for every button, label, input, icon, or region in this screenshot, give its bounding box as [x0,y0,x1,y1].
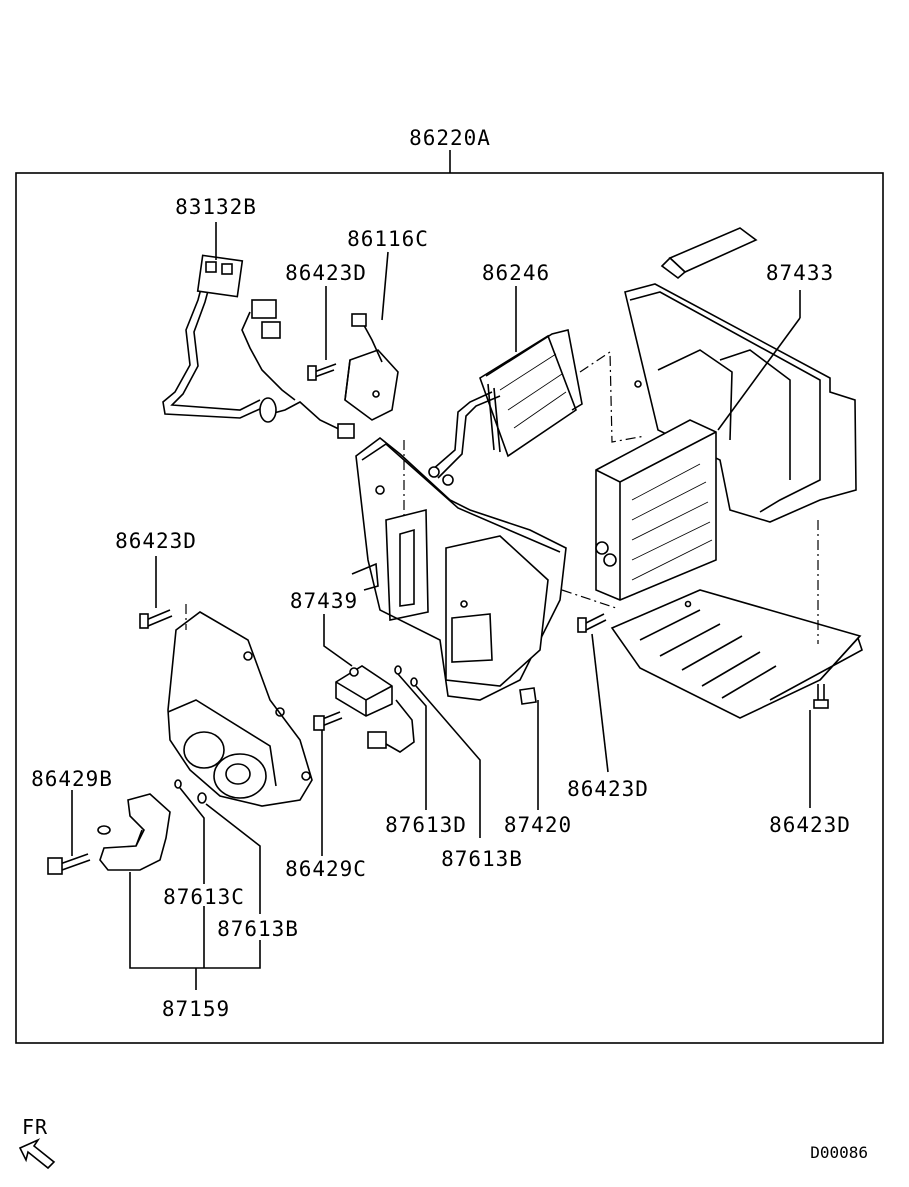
oring-b-mid-leader [415,685,481,838]
main-case-dashed-guide [561,589,617,609]
heater-case-part [624,283,857,523]
screw-right-label: 86423D [769,813,851,837]
tube-assy-label: 87159 [162,997,230,1021]
heater-case-leader-b [717,317,801,431]
oring-b-low-label: 87613B [217,917,299,941]
screw-left-label: 86423D [115,529,197,553]
evaporator-part [428,329,583,486]
oring-c-part [174,779,182,789]
oring-b-low-part [197,792,207,804]
screw-left-part [139,609,173,629]
bolt-mid-part [313,711,343,731]
screw-mid-leader [591,633,609,773]
oring-d-label: 87613D [385,813,467,837]
main-case-part [351,436,567,701]
actuator-leader [381,251,389,321]
screw-right-part [813,684,829,709]
heater-core-part [595,419,717,601]
oring-b-low-leader [205,803,261,914]
bolt-mid-label: 86429C [285,857,367,881]
oring-c-leader [179,787,205,884]
resistor-leader [323,614,353,667]
screw-top-part [307,363,337,381]
actuator-label: 86116C [347,227,429,251]
screw-top-label: 86423D [285,261,367,285]
clip-part [519,687,537,705]
oring-c-label: 87613C [163,885,245,909]
actuator-part [344,313,399,421]
fr-arrow-icon [18,1138,56,1170]
wire-harness-label: 83132B [175,195,257,219]
bolt-left-part [47,853,91,875]
heater-case-label: 87433 [766,261,834,285]
screw-mid-part [577,613,607,633]
resistor-part [335,665,415,753]
blower-housing-part [167,604,313,807]
fr-label: FR [22,1115,48,1139]
evaporator-dashed-guide [579,350,646,443]
filter-cover-part [660,227,758,280]
tube-assy-part [97,793,171,871]
bolt-left-label: 86429B [31,767,113,791]
evaporator-label: 86246 [482,261,550,285]
diagram-code: D00086 [810,1143,868,1162]
clip-label: 87420 [504,813,572,837]
oring-d-part [394,665,402,675]
tube-assy-bracket [129,872,261,990]
bottom-cover-part [610,589,863,719]
resistor-label: 87439 [290,589,358,613]
screw-mid-label: 86423D [567,777,649,801]
oring-b-mid-label: 87613B [441,847,523,871]
wire-harness-part [162,254,355,439]
oring-b-mid-part [410,677,418,687]
oring-d-leader [397,673,427,810]
assembly-label: 86220A [409,126,491,150]
